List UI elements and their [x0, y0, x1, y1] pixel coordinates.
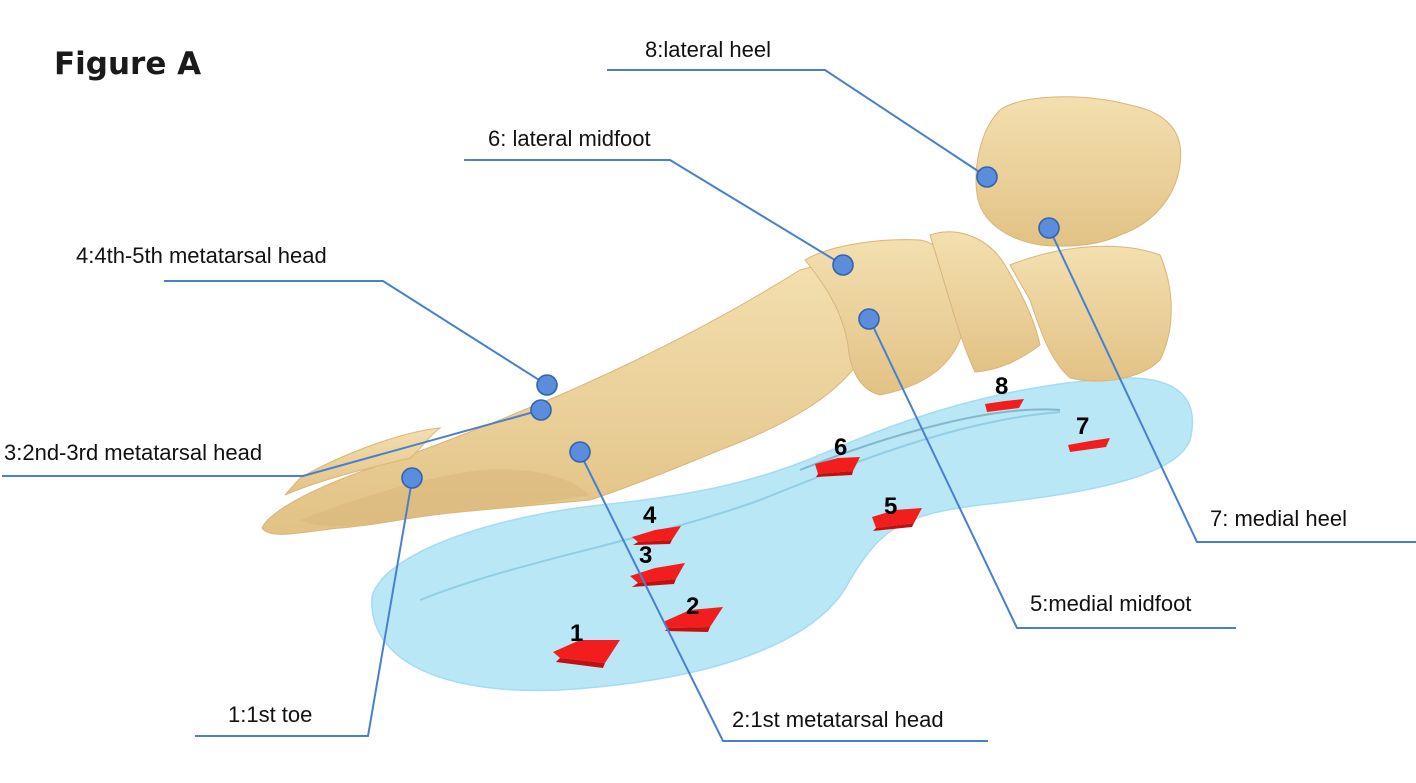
sensor-pad-3: 3 — [630, 542, 685, 587]
callout-label-4: 4:4th-5th metatarsal head — [76, 243, 327, 268]
callout-label-7: 7: medial heel — [1210, 506, 1347, 531]
leader-line-8 — [607, 69, 988, 178]
leader-lines — [2, 69, 1416, 742]
sensor-pad-4: 4 — [632, 502, 681, 545]
svg-text:4: 4 — [643, 502, 657, 529]
leader-line-2 — [579, 452, 988, 742]
landmark-marker-6 — [832, 254, 854, 276]
sensor-pad-6: 6 — [815, 434, 860, 477]
leader-line-5 — [868, 317, 1236, 629]
leader-line-7 — [1048, 227, 1416, 543]
callout-label-1: 1:1st toe — [228, 702, 312, 727]
landmark-marker-3 — [530, 399, 552, 421]
landmark-marker-7 — [1038, 217, 1060, 239]
landmark-marker-2 — [569, 441, 591, 463]
leader-line-1 — [195, 479, 413, 737]
callout-labels: 1:1st toe 2:1st metatarsal head 3:2nd-3r… — [4, 37, 1347, 732]
landmark-marker-1 — [401, 467, 423, 489]
landmark-markers — [401, 166, 1060, 489]
svg-text:8: 8 — [995, 373, 1008, 400]
svg-text:1: 1 — [570, 620, 583, 647]
svg-text:6: 6 — [834, 434, 847, 461]
callout-label-8: 8:lateral heel — [645, 37, 771, 62]
landmark-marker-4 — [536, 374, 558, 396]
svg-text:3: 3 — [639, 542, 652, 569]
leader-line-4 — [164, 280, 548, 386]
insole — [371, 377, 1194, 692]
figure-title: Figure A — [54, 46, 201, 82]
sensor-pad-2: 2 — [663, 593, 723, 632]
landmark-marker-8 — [976, 166, 998, 188]
callout-label-5: 5:medial midfoot — [1030, 591, 1191, 616]
leader-line-3 — [2, 409, 542, 477]
svg-text:7: 7 — [1076, 413, 1089, 440]
foot-skeleton — [261, 96, 1182, 535]
callout-label-6: 6: lateral midfoot — [488, 126, 651, 151]
landmark-marker-5 — [858, 308, 880, 330]
sensor-pad-1: 1 — [553, 620, 620, 668]
sensor-pad-5: 5 — [872, 493, 922, 531]
callout-label-2: 2:1st metatarsal head — [732, 707, 944, 732]
svg-text:5: 5 — [884, 493, 897, 520]
callout-label-3: 3:2nd-3rd metatarsal head — [4, 440, 262, 465]
sensor-pad-8: 8 — [985, 373, 1024, 412]
svg-text:2: 2 — [686, 593, 699, 620]
sensor-pad-7: 7 — [1068, 413, 1110, 452]
leader-line-6 — [464, 159, 844, 266]
sensor-pads: 1 2 3 4 5 6 7 — [553, 373, 1110, 668]
